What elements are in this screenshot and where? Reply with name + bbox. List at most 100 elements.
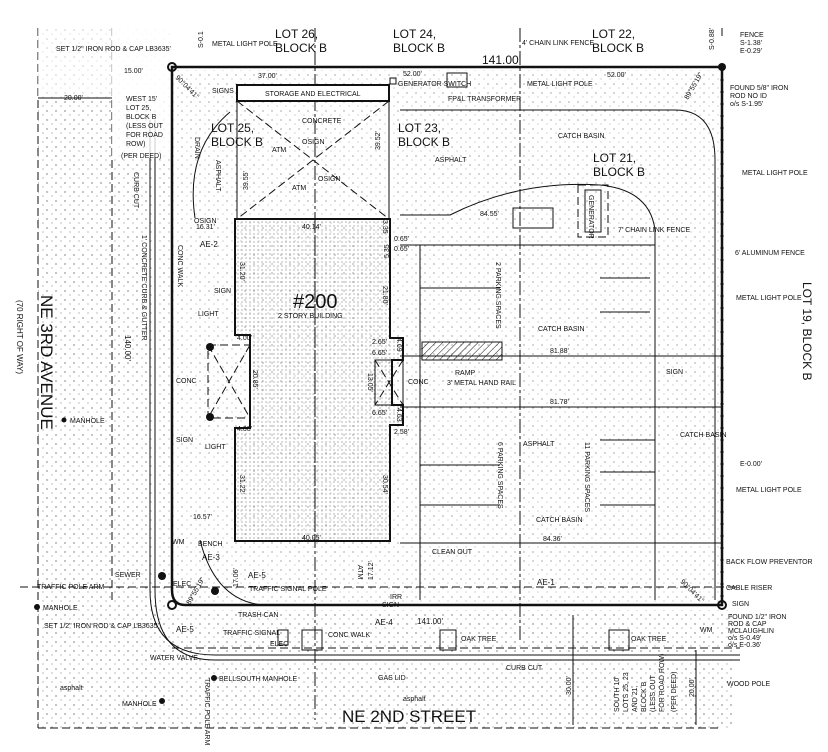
oak-tree-label: OAK TREE: [631, 636, 667, 643]
dim: 0.65': [394, 246, 409, 253]
dim: 81.78': [550, 399, 569, 406]
note-line: FOR ROAD ROW): [659, 654, 666, 712]
found-rod-note: ROD NO ID: [730, 93, 767, 100]
note-line: AND 21,: [632, 685, 639, 712]
water-meter-label: WM: [700, 627, 713, 634]
dim: 52.00': [403, 71, 422, 78]
curb-cut-label: CURB CUT: [506, 665, 543, 672]
sewer-label: SEWER: [115, 572, 141, 579]
dim: 37.00': [258, 73, 277, 80]
sign-label: SIGN: [382, 602, 399, 609]
asphalt-label: ASPHALT: [214, 160, 221, 192]
offset: S-0.1: [198, 31, 205, 48]
dim-left: 140.00': [123, 335, 132, 361]
lot-22-block: BLOCK B: [592, 41, 644, 55]
asphalt-label: asphalt: [403, 696, 426, 703]
dim: 31.20': [238, 262, 245, 281]
dim: 4.69: [395, 338, 402, 352]
lot-26-label: LOT 26,: [275, 27, 318, 41]
dim: 2.58': [394, 429, 409, 436]
found-rod-note: o/s S-1.95': [730, 101, 763, 108]
dim: 30.00': [566, 676, 573, 695]
ae-2-label: AE-2: [200, 240, 218, 249]
conc-walk-label: CONC WALK: [176, 245, 183, 287]
generator: [584, 189, 602, 233]
iron-rod-note: SET 1/2" IRON ROD & CAP LB3635': [44, 623, 159, 630]
found-rod-note-br: FOUND 1/2" IRON ROD & CAP MCLAUGHLIN o/s…: [728, 614, 787, 649]
light-label: LIGHT: [205, 444, 226, 451]
ae-5-label: AE-5: [176, 625, 194, 634]
curb-cut-note: CURB CUT: [132, 172, 139, 209]
sign-label: SIGN: [214, 288, 231, 295]
note-line: (LESS OUT: [650, 674, 657, 712]
dim: 5.35: [384, 244, 391, 258]
osign-label: OSIGN: [194, 218, 217, 225]
dim: 17.12': [368, 561, 375, 580]
manhole-icon: [159, 698, 165, 704]
transformer: [446, 72, 468, 88]
dim: 17.06': [233, 568, 240, 587]
asphalt-label: ASPHALT: [435, 157, 467, 164]
drain-label: DRAIN: [193, 137, 200, 159]
offset: E-0.00': [740, 461, 762, 468]
lot-23-block: BLOCK B: [398, 135, 450, 149]
dim: 52.00': [607, 72, 626, 79]
chain-fence-label: 7' CHAIN LINK FENCE: [618, 227, 690, 234]
back-flow-label: BACK FLOW PREVENTOR: [726, 559, 813, 566]
fence-note: S-1.38': [740, 40, 762, 47]
dim: 6.65': [372, 410, 387, 417]
asphalt-edge: [400, 109, 716, 600]
note-line: MCLAUGHLIN: [728, 628, 774, 635]
manhole-label: MANHOLE: [43, 605, 78, 612]
note-line: o/s E-0.36': [728, 642, 761, 649]
corner-arc: [199, 539, 263, 606]
dim: 31.22': [238, 475, 245, 494]
dim: 84.36': [543, 536, 562, 543]
signs-note: SIGNS: [212, 88, 234, 95]
note-line: o/s S-0.49': [728, 635, 761, 642]
fence-gate: [512, 207, 554, 229]
iron-rod-marker: [718, 63, 726, 71]
traffic-signal-pole-icon: [211, 587, 219, 595]
parking-count-label: 6 PARKING SPACES: [496, 442, 503, 509]
dim: 84.55': [480, 211, 499, 218]
dim: 16.57': [193, 514, 212, 521]
dim: 3.35: [381, 220, 388, 234]
manhole-label: MANHOLE: [122, 701, 157, 708]
asphalt-label: asphalt: [60, 685, 83, 692]
wood-pole-label: WOOD POLE: [727, 681, 771, 688]
generator-label: GENERATOR: [587, 195, 594, 239]
ae-3-label: AE-3: [202, 553, 220, 562]
curb-gutter-note: 1' CONCRETE CURB & GUTTER: [140, 235, 147, 341]
catch-basin-label: CATCH BASIN: [536, 517, 583, 524]
lot-25-label: LOT 25,: [211, 121, 254, 135]
lot-24-label: LOT 24,: [393, 27, 436, 41]
note-line: SOUTH 10': [614, 676, 621, 712]
lot-19-label: LOT 19, BLOCK B: [800, 282, 814, 381]
column-icon: [206, 413, 214, 421]
entry-canopy: [374, 359, 404, 406]
oak-tree-label: OAK TREE: [461, 636, 497, 643]
manhole-icon: [61, 417, 67, 423]
canopy-line: [236, 100, 390, 220]
traffic-signal-label: TRAFFIC SIGNAL: [223, 630, 280, 637]
utility-box: [301, 629, 323, 651]
dim: 20.00': [689, 678, 696, 697]
note-line: FOUND 1/2" IRON: [728, 614, 787, 621]
elec-box: [277, 629, 289, 646]
parking-count-label: 11 PARKING SPACES: [583, 442, 590, 512]
sign-label: SIGN: [732, 601, 749, 608]
iron-rod-marker: [167, 600, 177, 610]
dim: 20.00': [64, 95, 83, 102]
dim: 15.00': [124, 68, 143, 75]
curb-corner: [154, 589, 216, 661]
dim: 4.63: [395, 408, 402, 422]
note-line: LOTS 25, 23: [623, 672, 630, 712]
dim-bottom: 141.00': [417, 617, 443, 626]
sewer-icon: [158, 572, 166, 580]
bellsouth-manhole-label: BELLSOUTH MANHOLE: [219, 676, 298, 683]
ae-1-label: AE-1: [537, 578, 555, 587]
light-label: LIGHT: [198, 311, 219, 318]
manhole-label: MANHOLE: [70, 418, 105, 425]
